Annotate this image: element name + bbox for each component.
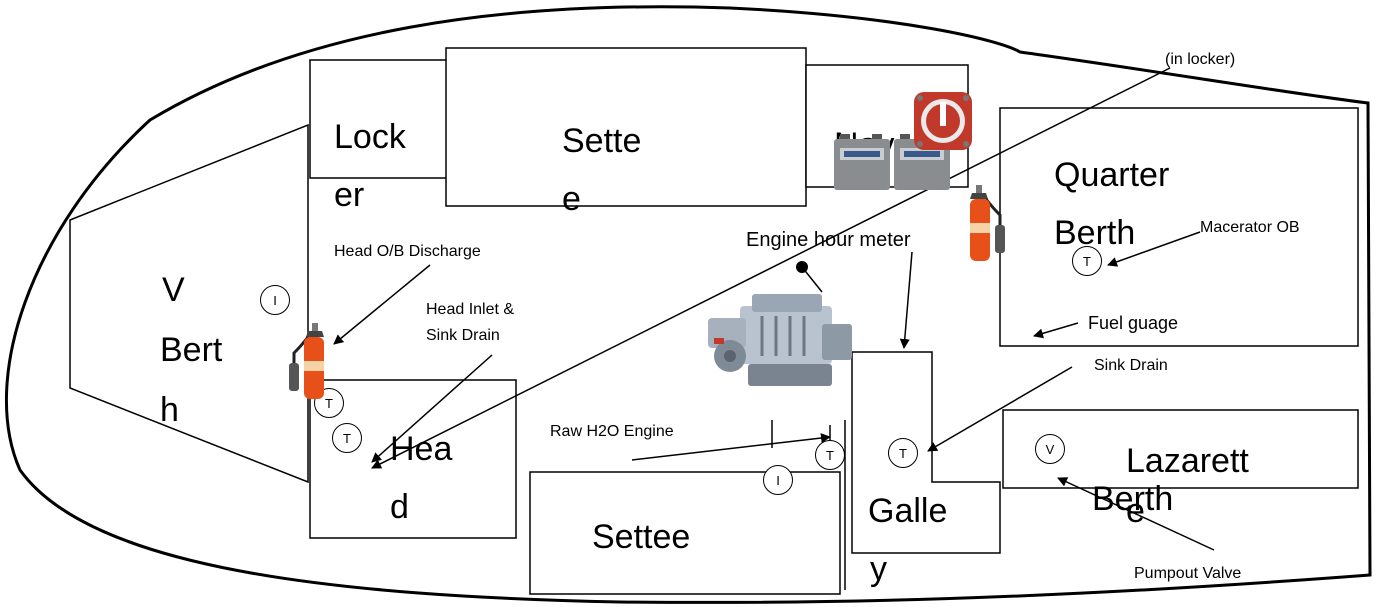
head-label-1: Hea — [390, 430, 453, 468]
arrow-in-locker — [371, 67, 1171, 469]
valve-head-t2: T — [332, 423, 362, 453]
valve-lazarette-v: V — [1035, 434, 1065, 464]
fire-extinguisher-icon — [289, 323, 324, 399]
fuel-gauge-label: Fuel guage — [1088, 313, 1179, 333]
engine-hour-meter-label: Engine hour meter — [746, 229, 911, 251]
arrow-raw-h2o — [631, 433, 831, 461]
locker-label-1: Lock — [334, 118, 406, 156]
head-inlet-label-1: Head Inlet & — [426, 301, 515, 318]
arrow-sink-drain — [927, 366, 1073, 452]
lazarette-label: Lazarett — [1126, 442, 1249, 480]
engine-icon — [708, 294, 852, 386]
galley-label-1: Galle — [868, 492, 948, 530]
quarter-berth-box — [999, 107, 1359, 347]
head-inlet-label-2: Sink Drain — [426, 327, 500, 344]
locker-box — [309, 59, 449, 179]
settee-bottom-label: Settee — [592, 518, 691, 556]
battery-icon — [834, 134, 890, 190]
valve-engine-i: I — [763, 465, 793, 495]
macerator-ob-label: Macerator OB — [1200, 219, 1300, 236]
valve-head-i: I — [260, 285, 290, 315]
quarter-berth-label-1: Quarter — [1054, 156, 1170, 194]
sink-drain-label: Sink Drain — [1094, 357, 1168, 374]
fire-extinguisher-icon — [970, 185, 1005, 261]
raw-h2o-engine-label: Raw H2O Engine — [550, 423, 674, 440]
arrow-macerator — [1107, 231, 1201, 267]
arrow-fuel — [1033, 322, 1079, 339]
v-berth-label-2: Bert — [160, 331, 223, 369]
arrow-head-inlet — [371, 354, 493, 463]
battery-switch-icon — [914, 92, 972, 150]
valve-galley-t: T — [888, 438, 918, 468]
v-berth-label-3: h — [160, 391, 179, 429]
arrow-engine-hour — [899, 251, 913, 349]
valve-quarter-t: T — [1072, 246, 1102, 276]
berth-extra-label: Berth — [1092, 480, 1174, 518]
arrow-pumpout — [1057, 477, 1215, 551]
in-locker-label: (in locker) — [1165, 51, 1236, 68]
head-ob-discharge-label: Head O/B Discharge — [334, 243, 481, 260]
quarter-berth-label-2: Berth — [1054, 214, 1136, 252]
hull-outline — [4, 5, 1372, 604]
head-box — [309, 379, 517, 539]
v-berth-label-1: V — [162, 271, 185, 309]
head-label-2: d — [390, 488, 409, 526]
settee-top-box — [445, 47, 807, 207]
valve-engine-t: T — [815, 440, 845, 470]
locker-label-2: er — [334, 176, 365, 214]
settee-bottom-box — [529, 471, 841, 595]
settee-top-label-2: e — [562, 180, 581, 218]
galley-label-2: y — [870, 550, 887, 588]
pumpout-valve-label: Pumpout Valve — [1134, 565, 1242, 582]
v-berth-outline — [69, 123, 309, 484]
settee-top-label-1: Sette — [562, 122, 642, 160]
galley-outline — [851, 351, 1001, 554]
arrow-head-ob — [333, 264, 431, 345]
lazarette-label-e: e — [1126, 492, 1145, 530]
